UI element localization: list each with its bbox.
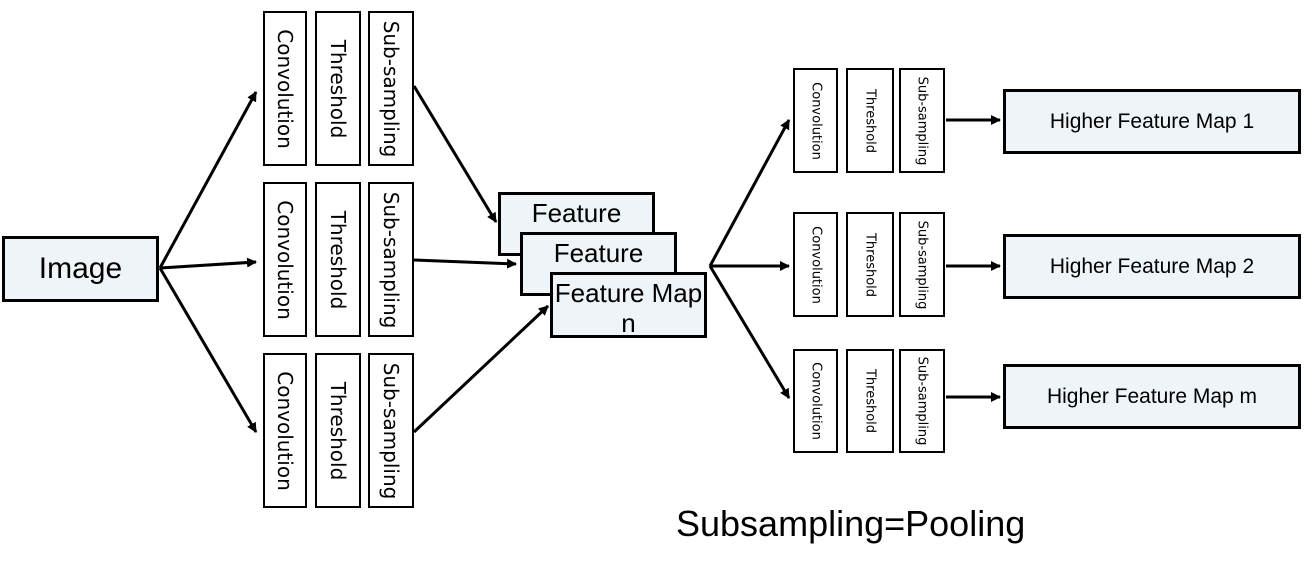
arrow-image-to-stage1-top: [158, 91, 258, 269]
stage2-row2-threshold: Threshold: [846, 212, 894, 317]
stage1-row2-convolution: Convolution: [263, 182, 307, 337]
higher-feature-map-1: Higher Feature Map 1: [1003, 89, 1301, 154]
stage1-row3-subsampling: Sub-sampling: [368, 353, 414, 508]
stage1-row1-subsampling: Sub-sampling: [368, 11, 414, 166]
stage2-row2-subsampling: Sub-sampling: [899, 212, 945, 317]
stage2-row3-convolution: Convolution: [793, 349, 838, 453]
stage1-row2-subsampling: Sub-sampling: [368, 182, 414, 337]
stage1-row1-threshold: Threshold: [315, 11, 361, 166]
higher-feature-map-2: Higher Feature Map 2: [1003, 234, 1301, 299]
image-node: Image: [2, 236, 159, 302]
arrow-stage1-mid-to-feature: [413, 258, 517, 269]
arrow-image-to-stage1-mid: [159, 257, 257, 270]
stage1-row3-threshold: Threshold: [315, 353, 361, 508]
feature-map-n: Feature Map n: [550, 272, 707, 338]
arrow-feature-to-stage2-top: [708, 119, 791, 267]
stage2-row1-convolution: Convolution: [793, 68, 838, 173]
arrow-image-to-stage1-bottom: [158, 267, 258, 433]
stage1-row3-convolution: Convolution: [263, 353, 307, 508]
arrow-stage1-bottom-to-feature: [412, 304, 550, 434]
stage2-row3-subsampling: Sub-sampling: [899, 349, 945, 453]
stage2-row3-threshold: Threshold: [846, 349, 894, 453]
stage2-row1-threshold: Threshold: [846, 68, 894, 173]
stage1-row2-threshold: Threshold: [315, 182, 361, 337]
arrow-feature-to-stage2-bottom: [708, 265, 791, 399]
stage1-row1-convolution: Convolution: [263, 11, 307, 166]
higher-feature-map-m: Higher Feature Map m: [1003, 364, 1301, 429]
diagram-caption: Subsampling=Pooling: [676, 503, 1026, 544]
stage2-row2-convolution: Convolution: [793, 212, 838, 317]
image-node-label: Image: [38, 252, 123, 285]
stage2-row1-subsampling: Sub-sampling: [899, 68, 945, 173]
arrow-stage1-top-to-feature: [412, 85, 498, 223]
